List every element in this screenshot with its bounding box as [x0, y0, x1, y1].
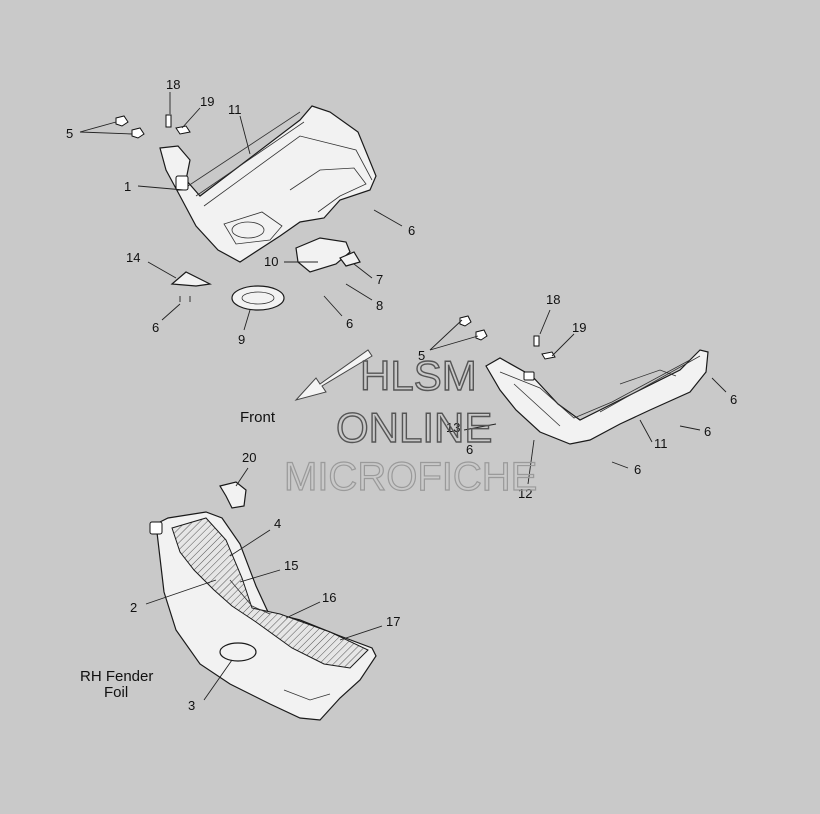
leader-lines: [79, 92, 727, 701]
fastener-5-right-b: [475, 329, 488, 341]
callout-12: 12: [518, 486, 532, 501]
callout-9: 9: [238, 332, 245, 347]
callout-5-right: 5: [418, 348, 425, 363]
callout-numbers: 5 18 19 11 1 6 14 10 7 8 6 6 9 5 18 19 6…: [66, 77, 737, 713]
callout-11-right: 11: [654, 436, 668, 451]
rh-fender-panel: [485, 349, 709, 445]
callout-3: 3: [188, 698, 195, 713]
callout-18-right: 18: [546, 292, 560, 307]
callout-19-right: 19: [572, 320, 586, 335]
screw-18-top: [165, 114, 172, 128]
callout-6-d: 6: [730, 392, 737, 407]
callout-16: 16: [322, 590, 336, 605]
front-label: Front: [240, 409, 276, 426]
bracket-14: [170, 271, 212, 287]
callout-8: 8: [376, 298, 383, 313]
callout-10: 10: [264, 254, 278, 269]
callout-6-c: 6: [346, 316, 353, 331]
rh-fender-label-line1: RH Fender: [80, 668, 153, 685]
callout-15: 15: [284, 558, 298, 573]
clip-7: [339, 251, 361, 267]
callout-1: 1: [124, 179, 131, 194]
watermark-line2: ONLINE: [336, 404, 492, 451]
callout-6-a: 6: [408, 223, 415, 238]
fastener-5-right-a: [459, 315, 472, 327]
rh-fender-label-line2: Foil: [104, 684, 128, 701]
plate-10: [295, 237, 351, 273]
callout-19-top: 19: [200, 94, 214, 109]
watermark-line1: HLSM: [360, 352, 477, 399]
callout-6-g: 6: [466, 442, 473, 457]
rh-fender-foil: [149, 511, 377, 721]
callout-6-b: 6: [152, 320, 159, 335]
callout-6-f: 6: [634, 462, 641, 477]
lh-fender-panel: [159, 105, 377, 263]
callout-20: 20: [242, 450, 256, 465]
front-direction-arrow: [294, 349, 373, 401]
callout-4: 4: [274, 516, 281, 531]
bracket-20: [219, 481, 247, 509]
callout-6-e: 6: [704, 424, 711, 439]
clip-19-right: [541, 351, 556, 360]
grommet-ring-9: [231, 285, 285, 311]
fastener-5-pair: [115, 115, 145, 139]
watermark: HLSM ONLINE MICROFICHE: [283, 351, 538, 499]
screw-18-right: [533, 335, 540, 347]
callout-5-top: 5: [66, 126, 73, 141]
callout-13: 13: [446, 420, 460, 435]
callout-17: 17: [386, 614, 400, 629]
callout-2: 2: [130, 600, 137, 615]
callout-14: 14: [126, 250, 140, 265]
watermark-line3: MICROFICHE: [284, 455, 537, 499]
callout-18-top: 18: [166, 77, 180, 92]
callout-11-top: 11: [228, 102, 242, 117]
callout-7: 7: [376, 272, 383, 287]
